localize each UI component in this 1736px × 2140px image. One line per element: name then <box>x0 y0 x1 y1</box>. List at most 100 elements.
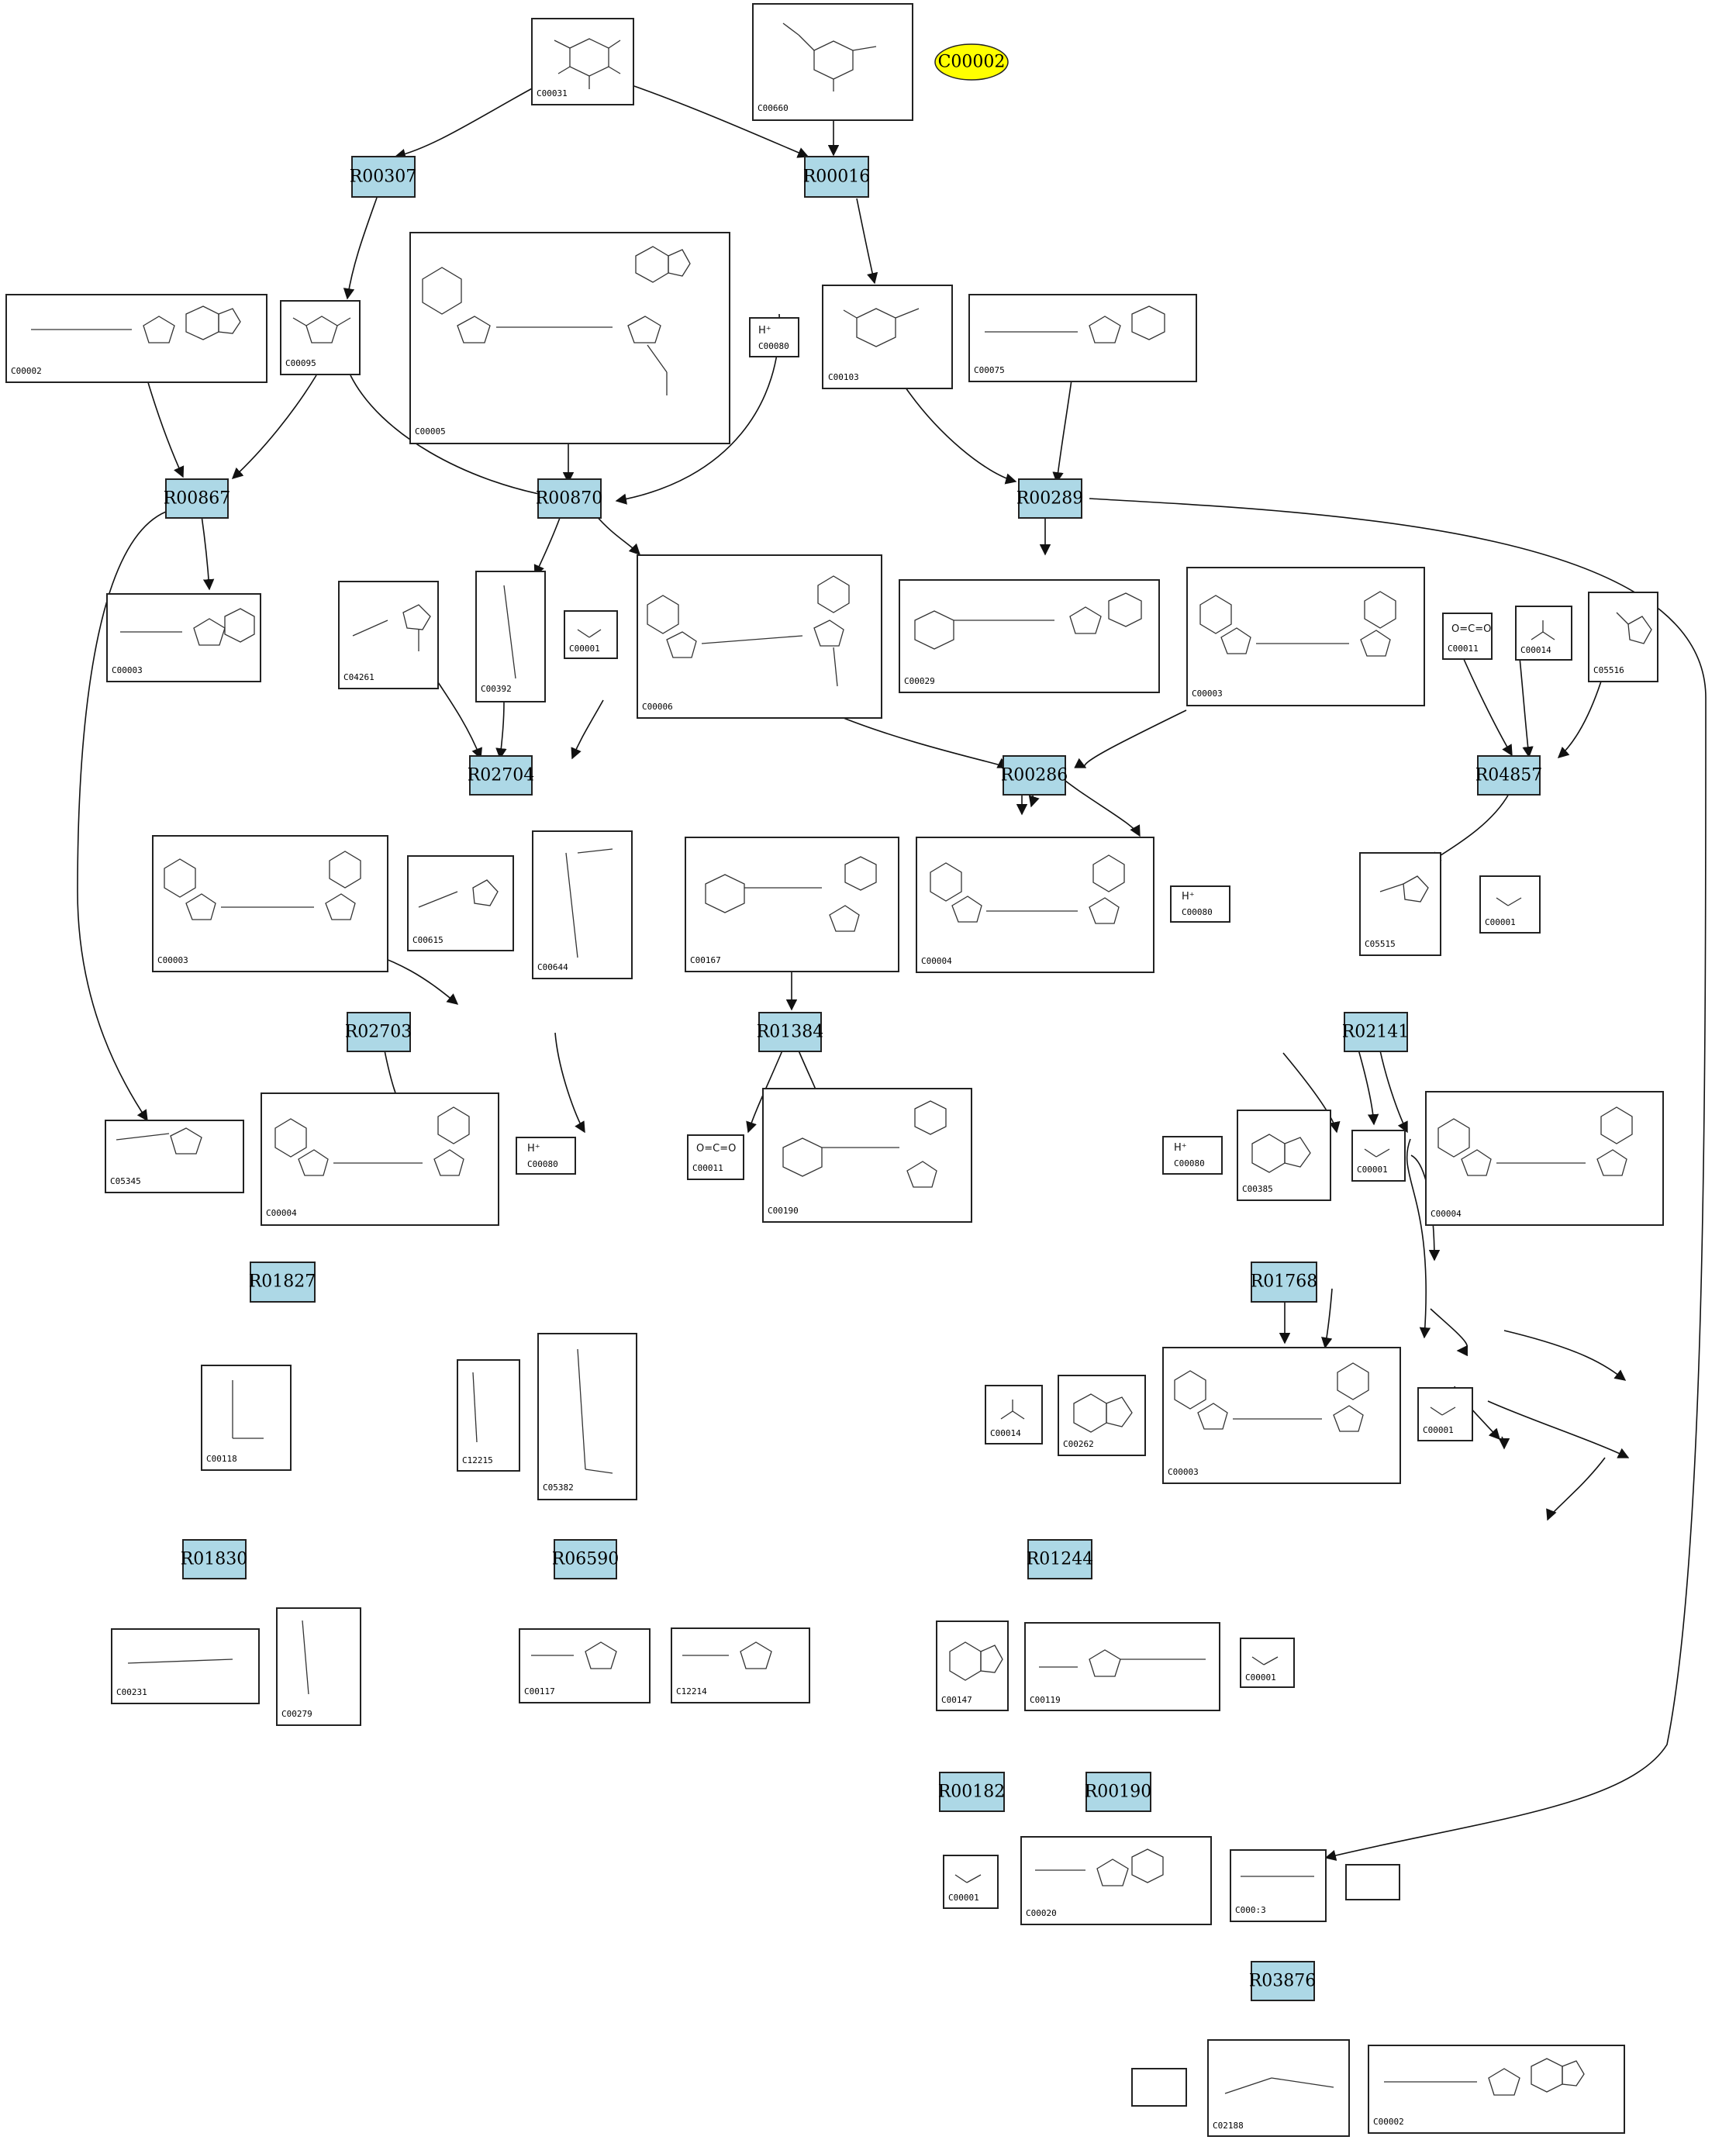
compound-c00190[interactable]: C00190 <box>762 1088 972 1223</box>
compound-c00031[interactable]: C00031 <box>531 18 634 105</box>
compound-c00004-a[interactable]: C00004 <box>916 837 1154 973</box>
compound-c00020[interactable]: C00020 <box>1020 1836 1212 1925</box>
compound-c00011-a[interactable]: O=C=O C00011 <box>1442 613 1493 660</box>
compound-c00001-d[interactable]: C00001 <box>1417 1387 1473 1441</box>
compound-c00075[interactable]: C00075 <box>968 294 1197 382</box>
compound-c00013[interactable]: C000:3 <box>1230 1849 1327 1922</box>
compound-c02188[interactable]: C02188 <box>1207 2039 1350 2137</box>
compound-c00004-c[interactable]: C00004 <box>1425 1091 1664 1226</box>
water-structure-icon <box>1364 1148 1390 1158</box>
compound-label: C00615 <box>412 935 443 945</box>
compound-c00001-f[interactable]: C00001 <box>943 1855 999 1909</box>
compound-c00644[interactable]: C00644 <box>532 830 633 979</box>
compound-c00080-a[interactable]: H⁺ C00080 <box>749 317 799 357</box>
compound-c00002-bottom[interactable]: C00002 <box>1368 2045 1625 2134</box>
compound-label: C00001 <box>1245 1672 1276 1683</box>
reaction-r00307[interactable]: R00307 <box>350 156 417 198</box>
compound-label: C00029 <box>904 676 935 686</box>
compound-label: C00014 <box>990 1428 1021 1438</box>
compound-c00011-b[interactable]: O=C=O C00011 <box>687 1134 744 1180</box>
reaction-r02141[interactable]: R02141 <box>1342 1012 1410 1052</box>
compound-c00014-b[interactable]: C00014 <box>985 1385 1043 1444</box>
compound-c00001-c[interactable]: C00001 <box>1351 1130 1406 1182</box>
reaction-r00190[interactable]: R00190 <box>1085 1772 1152 1812</box>
udp-glucuronate-structure-icon <box>705 856 877 932</box>
reaction-r00286[interactable]: R00286 <box>1001 755 1068 796</box>
compound-c00080-d[interactable]: H⁺ C00080 <box>1162 1136 1223 1175</box>
lysine-protein-structure-icon <box>1224 2077 1334 2094</box>
reaction-r02703[interactable]: R02703 <box>345 1012 412 1052</box>
compound-label: C00003 <box>1192 689 1223 699</box>
compound-c00003-a[interactable]: C00003 <box>106 593 261 682</box>
compound-label: C12215 <box>462 1455 493 1465</box>
proton-formula: H⁺ <box>1174 1142 1187 1154</box>
compound-c00262[interactable]: C00262 <box>1058 1375 1146 1456</box>
utp-structure-icon <box>985 305 1165 343</box>
compound-c04261[interactable]: C04261 <box>338 581 439 689</box>
compound-c00660[interactable]: C00660 <box>752 3 913 121</box>
compound-c00005[interactable]: C00005 <box>409 232 730 444</box>
highlight-c00002[interactable]: C00002 <box>934 43 1009 81</box>
udp-glucose-structure-icon <box>914 592 1142 650</box>
compound-empty-b[interactable] <box>1131 2068 1187 2107</box>
compound-c00080-b[interactable]: H⁺ C00080 <box>1170 885 1230 923</box>
compound-label: C00279 <box>281 1709 312 1719</box>
reaction-r00182[interactable]: R00182 <box>938 1772 1006 1812</box>
reaction-r04857[interactable]: R04857 <box>1475 755 1543 796</box>
reaction-r01827[interactable]: R01827 <box>249 1262 316 1303</box>
reaction-r00870[interactable]: R00870 <box>536 478 603 519</box>
compound-c00080-c[interactable]: H⁺ C00080 <box>516 1137 576 1175</box>
compound-c00002-top[interactable]: C00002 <box>5 294 267 383</box>
compound-c00095[interactable]: C00095 <box>280 300 361 375</box>
compound-c00103[interactable]: C00103 <box>822 285 953 389</box>
reaction-label: R00286 <box>1001 766 1068 785</box>
reaction-r00867[interactable]: R00867 <box>164 478 231 519</box>
compound-c05345[interactable]: C05345 <box>105 1120 244 1193</box>
compound-c00029[interactable]: C00029 <box>899 579 1160 693</box>
compound-c00003-c[interactable]: C00003 <box>152 835 388 972</box>
mannitol-structure-icon <box>503 585 516 679</box>
compound-c05382[interactable]: C05382 <box>537 1333 637 1500</box>
compound-c00385[interactable]: C00385 <box>1237 1110 1331 1201</box>
reaction-r03876[interactable]: R03876 <box>1249 1961 1317 2001</box>
water-structure-icon <box>1496 897 1522 906</box>
compound-c00003-d[interactable]: C00003 <box>1162 1347 1401 1484</box>
reaction-r01830[interactable]: R01830 <box>181 1539 248 1579</box>
compound-c00006[interactable]: C00006 <box>637 554 882 719</box>
compound-c00147[interactable]: C00147 <box>936 1621 1009 1711</box>
reaction-r01768[interactable]: R01768 <box>1251 1262 1318 1303</box>
compound-c00001-e[interactable]: C00001 <box>1240 1638 1295 1688</box>
compound-label: C00004 <box>1431 1209 1462 1219</box>
compound-c00279[interactable]: C00279 <box>276 1607 361 1726</box>
highlight-ellipse <box>934 43 1009 81</box>
compound-c00231[interactable]: C00231 <box>111 1628 260 1704</box>
glucose-phosphate-structure-icon <box>782 22 877 91</box>
compound-label: C00231 <box>116 1687 147 1697</box>
compound-c00392[interactable]: C00392 <box>475 571 546 702</box>
compound-c00001-a[interactable]: C00001 <box>564 610 618 659</box>
compound-c05516[interactable]: C05516 <box>1588 592 1658 682</box>
compound-c00004-b[interactable]: C00004 <box>261 1092 499 1226</box>
compound-c00118[interactable]: C00118 <box>201 1365 292 1471</box>
compound-c05515[interactable]: C05515 <box>1359 852 1441 956</box>
reaction-r06590[interactable]: R06590 <box>552 1539 620 1579</box>
reaction-r01244[interactable]: R01244 <box>1027 1539 1094 1579</box>
compound-c12215[interactable]: C12215 <box>457 1359 520 1472</box>
compound-c00014-a[interactable]: C00014 <box>1515 606 1572 661</box>
compound-label: C04261 <box>343 672 374 682</box>
reaction-r01384[interactable]: R01384 <box>757 1012 824 1052</box>
reaction-r00289[interactable]: R00289 <box>1016 478 1084 519</box>
compound-c00615[interactable]: C00615 <box>407 855 514 951</box>
compound-label: C00003 <box>157 955 188 965</box>
compound-c00119[interactable]: C00119 <box>1024 1622 1220 1711</box>
compound-c12214[interactable]: C12214 <box>671 1627 810 1703</box>
reaction-r02704[interactable]: R02704 <box>468 755 535 796</box>
compound-empty-a[interactable] <box>1345 1864 1400 1900</box>
compound-label: C00117 <box>524 1686 555 1696</box>
compound-c00003-b[interactable]: C00003 <box>1186 567 1425 706</box>
compound-label: C00385 <box>1242 1184 1273 1194</box>
reaction-r00016[interactable]: R00016 <box>803 156 871 198</box>
compound-c00117[interactable]: C00117 <box>519 1628 651 1703</box>
compound-c00001-b[interactable]: C00001 <box>1479 875 1541 934</box>
compound-c00167[interactable]: C00167 <box>685 837 899 972</box>
